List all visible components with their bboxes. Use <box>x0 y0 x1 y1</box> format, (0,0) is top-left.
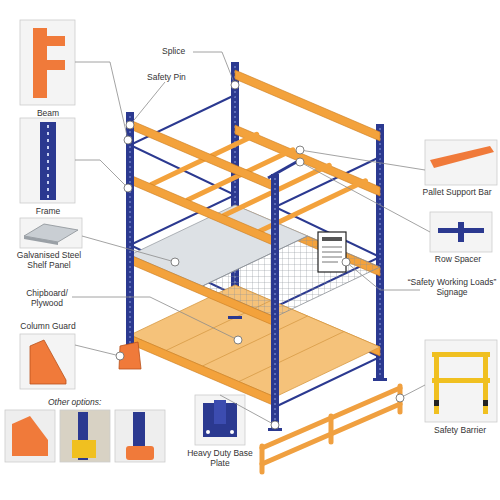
part-label: “Safety Working Loads” Signage <box>404 278 500 298</box>
front-beams <box>130 120 275 406</box>
safety-barrier <box>262 386 400 472</box>
part-label: Beam <box>17 109 79 119</box>
frame-bracing <box>130 95 380 407</box>
safety-signage <box>318 232 346 272</box>
part-label: Safety Pin <box>147 73 197 83</box>
part-label: Row Spacer <box>418 255 498 265</box>
part-label: Heavy Duty Base Plate <box>186 449 254 469</box>
part-label: Chipboard/ Plywood <box>14 289 80 309</box>
part-label: Safety Barrier <box>420 426 500 436</box>
part-label: Splice <box>162 47 196 57</box>
part-label: Column Guard <box>10 322 86 332</box>
part-thumbnails <box>5 20 497 462</box>
part-label: Other options: <box>48 398 128 408</box>
leader-lines <box>72 52 430 425</box>
part-label: Pallet Support Bar <box>412 188 500 198</box>
shelf-panels <box>130 205 380 317</box>
front-uprights <box>126 112 279 430</box>
base-plates <box>228 316 387 431</box>
leader-points <box>116 81 404 429</box>
part-label: Galvanised Steel Shelf Panel <box>8 251 90 271</box>
part-label: Frame <box>17 207 79 217</box>
